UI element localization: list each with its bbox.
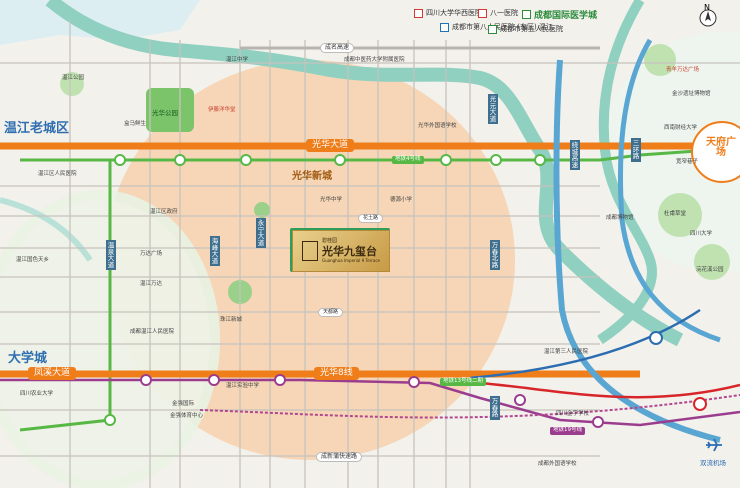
- poi-sichuan-university: 四川大学: [690, 231, 713, 237]
- district-guanghua-xincheng: 光华新城: [292, 171, 332, 182]
- road-yongning: 永宁大道: [256, 218, 266, 248]
- poi-swufe: 西南财经大学: [664, 125, 698, 131]
- district-wenjiang-old: 温江老城区: [4, 121, 70, 136]
- project-card[interactable]: 碧桂园 光华九玺台 Guanghua Imperial 9 Terrace: [292, 230, 390, 272]
- poi-jinsha-museum: 金沙遗址博物馆: [672, 91, 711, 97]
- poi-guanghua-park: 光华公园: [152, 109, 178, 117]
- poi-foreign-lang-school: 成都外国语学校: [538, 461, 577, 467]
- project-name-en: Guanghua Imperial 9 Terrace: [322, 258, 380, 263]
- poi-wenjiang-school: 温江中学: [226, 57, 249, 63]
- poi-deyuan-primary: 德源小学: [390, 197, 413, 203]
- compass-label: N: [704, 3, 710, 12]
- poi-sichuan-agri: 四川农业大学: [20, 391, 54, 397]
- poi-huanhuaxi: 浣花溪公园: [696, 267, 724, 273]
- top-area: [0, 0, 200, 45]
- poi-chengdu-museum: 成都博物馆: [606, 215, 634, 221]
- poi-sports-center: 金强体育中心: [170, 413, 204, 419]
- poi-kuanzhai: 宽窄巷子: [676, 159, 699, 165]
- poi-wenjiang-hospital: 温江区人民医院: [38, 171, 77, 177]
- road-wenquan: 温泉大道: [106, 240, 116, 270]
- poi-tcm-hospital: 成都中医药大学附属医院: [344, 57, 405, 63]
- metro-red: [479, 381, 740, 399]
- poi-guanghua-foreign-school: 光华外国语学校: [418, 123, 457, 129]
- poi-wenjiang-exp-school: 温江实验中学: [226, 383, 260, 389]
- poi-district-gov: 温江区政府: [150, 209, 178, 215]
- metro-blue: [469, 308, 701, 380]
- poi-guose-tianxiang: 温江国色天乡: [16, 257, 50, 263]
- poi-third-hospital: 温江第三人民医院: [544, 349, 589, 355]
- road-wanchun: 万春路: [490, 396, 500, 420]
- ring-road-outer: [553, 59, 721, 443]
- road-chengming: 成名高速: [320, 43, 355, 53]
- ring-road-third: [617, 38, 721, 343]
- poi-wanda: 万达广场: [140, 251, 163, 257]
- poi-pearl-city: 珠江新城: [220, 317, 243, 323]
- park-guanghua: [146, 88, 194, 132]
- district-daxuecheng: 大学城: [8, 351, 48, 366]
- legend-eighth-hospital: 成都市第八人民医院 (东区) 温江: [440, 22, 553, 32]
- poi-wenjiang-park: 温江公园: [62, 75, 85, 81]
- metro-line13-tag: 地铁13号线二期: [440, 378, 486, 386]
- hospital-icon: [478, 8, 487, 18]
- project-logo-icon: [302, 241, 318, 261]
- poi-jinqiang-intl: 金强国际: [172, 401, 195, 407]
- metro-stations: [104, 154, 546, 426]
- poi-ito-yokado: 伊藤洋华堂: [208, 107, 236, 113]
- legend-medical-city: 成都国际医学城: [522, 8, 597, 21]
- hospital-icon: [488, 24, 497, 34]
- airport-label: 双流机场: [700, 459, 726, 467]
- poi-hema: 盒马鲜生: [124, 121, 147, 127]
- hospital-icon: [440, 22, 449, 32]
- metro-purple: [0, 378, 740, 427]
- metro-line19-tag: 地铁19号线: [550, 427, 585, 435]
- poi-dufu: 杜甫草堂: [664, 211, 687, 217]
- medical-city-icon: [522, 10, 531, 19]
- road-fengxi-ave: 凤溪大道: [28, 367, 77, 380]
- project-brand: 碧桂园: [322, 238, 338, 244]
- road-wanchun-bei: 万春北路: [490, 240, 500, 270]
- hospital-icon: [414, 8, 423, 18]
- legend-huaxi-hospital: 四川大学华西医院: [414, 8, 482, 18]
- poi-guanghua-middle: 光华中学: [320, 197, 343, 203]
- road-guanghua-ave: 光华大道: [306, 139, 355, 152]
- compass-icon: [699, 9, 717, 27]
- road-huaxi: 花土路: [358, 214, 384, 223]
- road-raocheng: 绕城高速: [570, 140, 580, 170]
- road-chenxin: 成新蒲快速路: [316, 452, 363, 462]
- road-sanhuan: 三环路: [631, 138, 641, 162]
- poi-wenjiang-wanda: 温江万达: [140, 281, 163, 287]
- district-tianfu-square: 天府广场: [706, 137, 736, 158]
- project-name: 光华九玺台: [322, 245, 377, 258]
- legend-fifth-hospital: 成都市第五人民医院: [488, 24, 563, 34]
- road-guanghua-8: 光华8线: [314, 367, 359, 380]
- road-guangyuan: 光元大道: [488, 94, 498, 124]
- road-haifeng: 海峰大道: [210, 236, 220, 266]
- poi-qingyang-wanda: 青羊万达广场: [666, 67, 700, 73]
- poi-jinyu-school: 四川金宇学校: [556, 411, 590, 417]
- road-tiandu: 天都路: [318, 308, 344, 317]
- airplane-icon: [706, 438, 722, 452]
- metro-line4-tag: 地铁4号线: [392, 156, 424, 164]
- poi-wenjiang-people-hospital: 成都温江人民医院: [130, 329, 175, 335]
- legend-bayi-hospital: 八一医院: [478, 8, 518, 18]
- tianfu-square-marker: [691, 121, 740, 183]
